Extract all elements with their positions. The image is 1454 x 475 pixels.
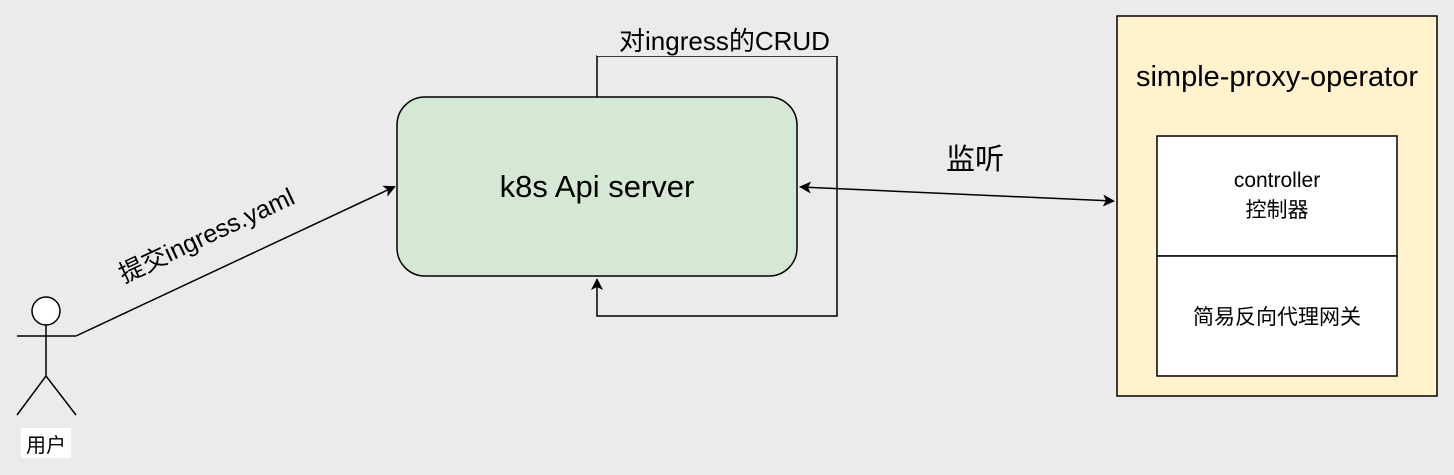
watch-label: 监听: [945, 144, 1004, 176]
user-label: 用户: [21, 428, 71, 458]
crud-label: 对ingress的CRUD: [597, 22, 852, 56]
submit-arrow: [75, 185, 396, 337]
controller-label-zh: 控制器: [1245, 199, 1309, 222]
controller-label-en: controller: [1233, 169, 1321, 192]
controller-label: controller 控制器: [1157, 136, 1397, 256]
api-server-label: k8s Api server: [499, 168, 695, 204]
user-actor-icon: [16, 296, 77, 416]
proxy-gateway-node[interactable]: [1156, 255, 1398, 377]
operator-title: simple-proxy-operator: [1135, 60, 1419, 93]
proxy-gateway-label: 简易反向代理网关: [1193, 306, 1361, 329]
controller-node[interactable]: [1156, 135, 1398, 257]
watch-arrow: [799, 181, 1115, 207]
